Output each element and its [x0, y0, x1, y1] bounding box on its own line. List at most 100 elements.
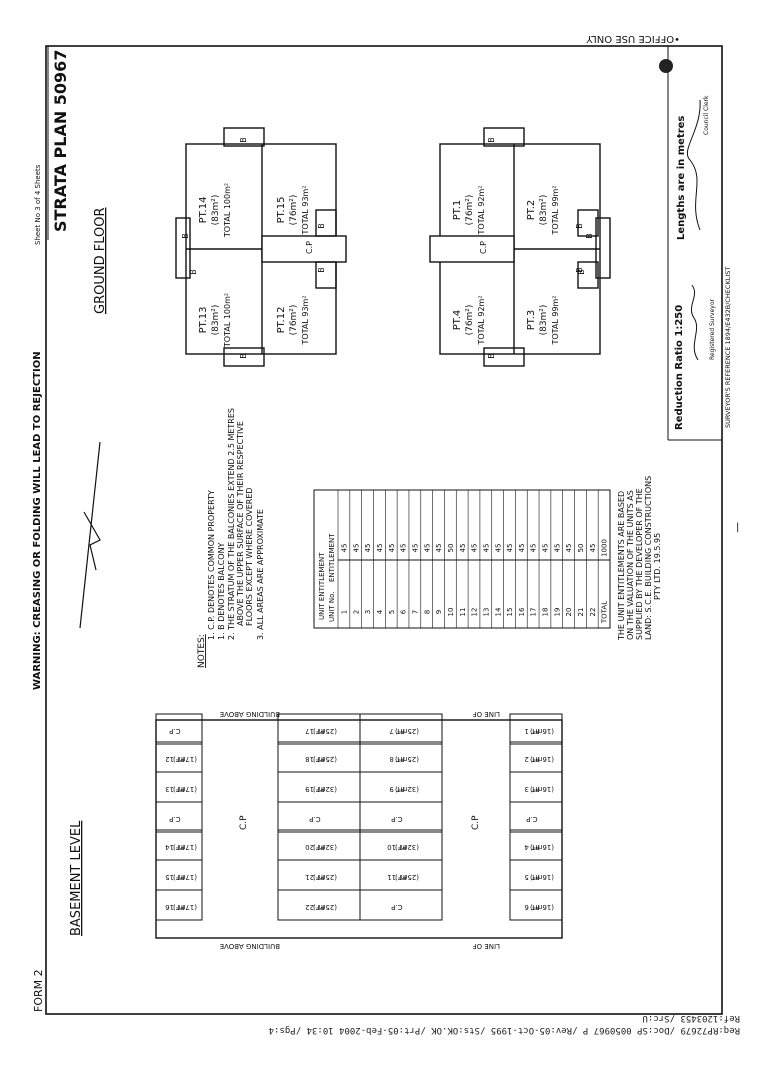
ue-ent-cell: 45: [376, 544, 384, 553]
balcony-mark: B: [317, 267, 326, 273]
lot-pt3-area: (83m²): [539, 305, 549, 336]
top-space-name: PT 14: [165, 843, 185, 851]
midleft-space-area: (32m²): [313, 785, 337, 793]
footer-ref-1: Req:RP72679 /Doc:SP 0050967 P /Rev:05-Oc…: [269, 1025, 740, 1035]
ue-ent-cell: 45: [352, 544, 360, 553]
ue-frame: [313, 489, 611, 629]
bottom-space-area: (16m²): [530, 903, 554, 911]
ue-ent-cell: 50: [447, 544, 455, 553]
lot-pt13-area: (83m²): [211, 305, 221, 336]
ue-unit-cell: 22: [589, 608, 597, 617]
top-space-name: PT 16: [165, 903, 185, 911]
lengths-note: Lengths are in metres: [676, 116, 687, 240]
note-line-6: 3. ALL AREAS ARE APPROXIMATE: [256, 509, 265, 640]
bottom-space-area: (16m²): [530, 755, 554, 763]
midleft-space-area: (25m²): [313, 755, 337, 763]
bottom-space-name: PT 3: [524, 785, 539, 793]
line-of-top: LINE OF: [473, 710, 500, 718]
midleft-space-name: PT 22: [305, 903, 325, 911]
note-line-2: 1. B DENOTES BALCONY: [217, 542, 226, 640]
midright-space-area: (25m²): [395, 873, 419, 881]
sheet-number: Sheet No 3 of 4 Sheets: [34, 164, 42, 245]
basement-cp-left: C.P: [239, 815, 249, 830]
ue-unit-cell: 13: [482, 608, 490, 617]
balcony-mark: B: [575, 267, 584, 273]
ue-unit-cell: 9: [435, 610, 443, 614]
midleft-space-area: (25m²): [313, 903, 337, 911]
midright-space-name: PT 10: [387, 843, 407, 851]
top-space-area: (17m²): [173, 785, 197, 793]
lot-pt4-area: (76m²): [465, 305, 475, 336]
ue-ent-cell: 45: [530, 544, 538, 553]
ue-unit-cell: TOTAL: [601, 601, 609, 624]
lot-pt14-name: PT.14: [198, 197, 209, 224]
bottom-space-name: C.P: [526, 815, 537, 823]
lot-pt1-name: PT.1: [452, 200, 463, 221]
lot-pt12-area: (76m²): [289, 305, 299, 336]
ue-ent-cell: 45: [400, 544, 408, 553]
ue-ent-cell: 45: [482, 544, 490, 553]
council-clerk-label: Council Clerk: [703, 95, 710, 135]
building-above-top: BUILDING ABOVE: [220, 710, 280, 718]
ue-ent-cell: 45: [341, 544, 349, 553]
ue-unit-cell: 14: [494, 607, 502, 616]
midright-space-name: PT 11: [387, 873, 407, 881]
valuation-line-1: THE UNIT ENTITLEMENTS ARE BASED: [617, 491, 626, 641]
ue-col-unit: UNIT No.: [328, 591, 336, 622]
ue-unit-cell: 3: [364, 610, 372, 614]
lot-pt15-area: (76m²): [289, 195, 299, 226]
top-space-name: PT 12: [165, 755, 185, 763]
ue-ent-cell: 50: [577, 544, 585, 553]
ue-unit-cell: 21: [577, 608, 585, 617]
top-space-name: C.P: [169, 815, 180, 823]
midleft-space-name: C.P: [309, 815, 320, 823]
building-above-bottom: BUILDING ABOVE: [220, 942, 280, 950]
top-space-name: PT 13: [165, 785, 185, 793]
ue-unit-cell: 17: [530, 608, 538, 617]
midleft-space-name: PT 19: [305, 785, 325, 793]
midleft-space-area: (25m²): [313, 727, 337, 735]
plan-title: STRATA PLAN 50967: [51, 50, 70, 232]
bottom-space-area: (16m²): [530, 843, 554, 851]
ue-ent-cell: 45: [471, 544, 479, 553]
midleft-space-name: PT 17: [305, 727, 325, 735]
ue-ent-cell: 1000: [601, 539, 609, 557]
sheet-border: [45, 45, 723, 1015]
midright-space-name: C.P: [391, 815, 402, 823]
note-line-5: FLOORS EXCEPT WHERE COVERED: [245, 487, 254, 626]
surveyor-reference: SURVEYOR'S REFERENCE 1894/E432B/CHECKLIS…: [724, 267, 732, 428]
ue-unit-cell: 2: [352, 610, 360, 614]
balcony-mark: B: [317, 223, 326, 229]
basement-cp-right: C.P: [471, 815, 481, 830]
ue-ent-cell: 45: [494, 544, 502, 553]
ue-ent-cell: 45: [411, 544, 419, 553]
council-clerk-signature: [686, 99, 701, 231]
lot-pt15-name: PT.15: [276, 197, 287, 224]
ue-ent-cell: 45: [565, 544, 573, 553]
top-space-name: C.P: [169, 727, 180, 735]
lot-pt13-name: PT.13: [198, 307, 209, 334]
bottom-space-name: PT 6: [524, 903, 540, 911]
midright-space: [359, 829, 443, 861]
cp-label-upper: C.P: [305, 241, 314, 254]
lot-pt2-area: (83m²): [539, 195, 549, 226]
ue-ent-cell: 45: [542, 544, 550, 553]
footer-ref-2: Ref:1203453 /Src:U: [642, 1013, 740, 1023]
midleft-space-name: PT 20: [305, 843, 325, 851]
ue-ent-cell: 45: [364, 544, 372, 553]
bottom-space: [509, 741, 563, 773]
midright-space: [359, 713, 443, 745]
line-of-bottom: LINE OF: [473, 942, 500, 950]
midleft-space-area: (32m²): [313, 843, 337, 851]
lot-pt4-name: PT.4: [452, 310, 463, 331]
ue-unit-cell: 1: [341, 610, 349, 614]
bottom-space-name: PT 2: [524, 755, 539, 763]
ue-unit-cell: 18: [542, 608, 550, 617]
bottom-space: [509, 713, 563, 745]
top-space-name: PT 15: [165, 873, 185, 881]
bottom-space-name: PT 4: [524, 843, 540, 851]
top-space-area: (17m²): [173, 873, 197, 881]
